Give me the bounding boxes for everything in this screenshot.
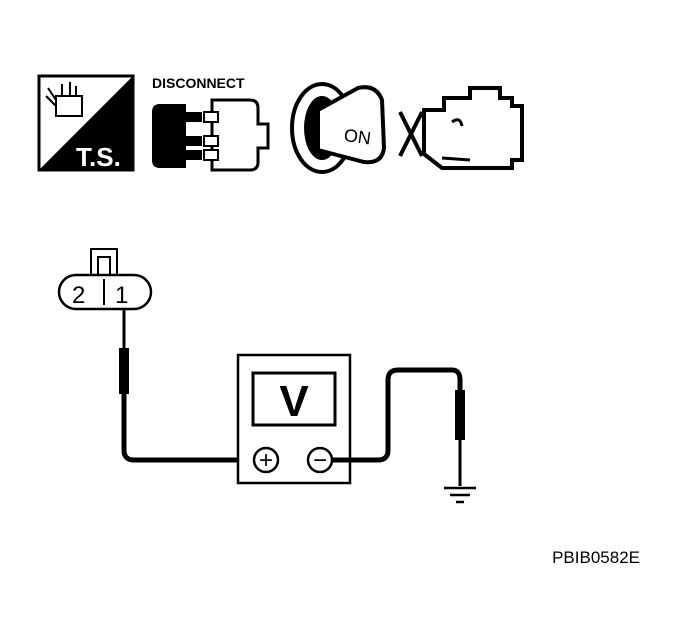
ignition-on-label: ON bbox=[343, 125, 373, 149]
negative-terminal: − bbox=[306, 446, 334, 474]
disconnect-icon: DISCONNECT bbox=[152, 75, 270, 172]
negative-terminal-symbol: − bbox=[313, 447, 327, 474]
ts-icon: T.S. bbox=[37, 74, 135, 172]
harness-connector: 2 1 bbox=[57, 248, 153, 311]
voltmeter-symbol: V bbox=[279, 377, 309, 426]
terminal-2-label: 2 bbox=[72, 282, 85, 309]
engine-icon bbox=[398, 86, 524, 170]
voltmeter: V + − bbox=[236, 353, 352, 485]
ignition-key-icon: ON bbox=[290, 82, 387, 174]
ts-label: T.S. bbox=[76, 142, 121, 172]
positive-probe bbox=[119, 309, 258, 463]
disconnect-label: DISCONNECT bbox=[152, 75, 245, 91]
terminal-1-label: 1 bbox=[115, 282, 128, 309]
positive-terminal-symbol: + bbox=[259, 447, 273, 474]
positive-terminal: + bbox=[252, 446, 280, 474]
ground-symbol bbox=[444, 486, 476, 504]
figure-code: PBIB0582E bbox=[552, 548, 640, 567]
negative-probe bbox=[332, 367, 465, 486]
